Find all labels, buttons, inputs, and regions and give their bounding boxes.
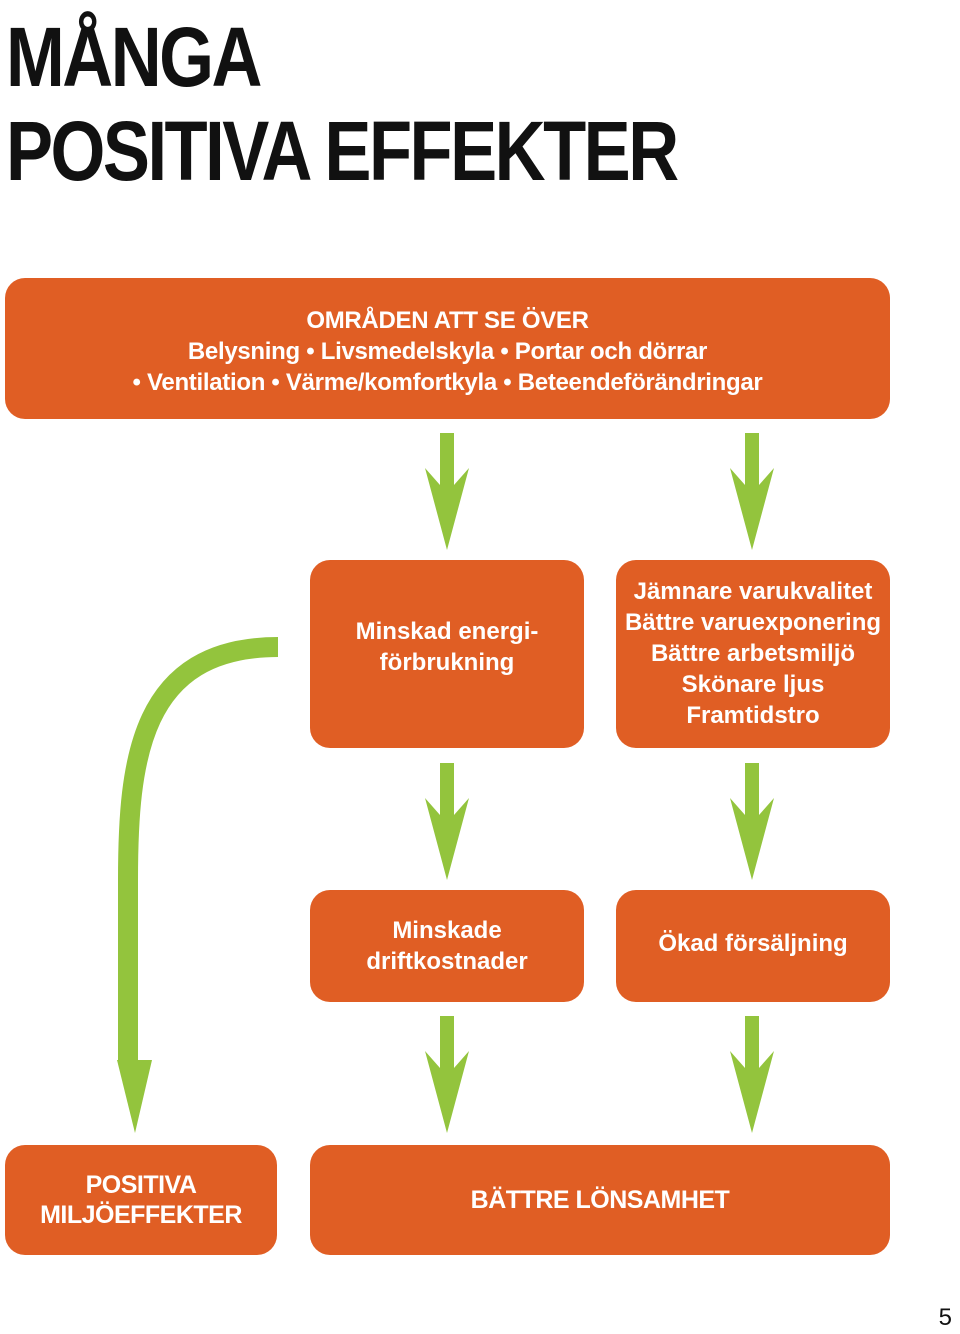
arrow-areas-to-quality <box>730 433 774 550</box>
costs-line-1: Minskade <box>392 917 502 944</box>
page-title-line-1: MÅNGA <box>6 10 262 104</box>
quality-item: Framtidstro <box>686 702 820 729</box>
environment-line-2: MILJÖEFFEKTER <box>40 1201 242 1229</box>
page-number: 5 <box>938 1304 952 1331</box>
better-profitability-box: BÄTTRE LÖNSAMHET <box>310 1145 890 1255</box>
page-title: MÅNGA POSITIVA EFFEKTER <box>6 10 679 198</box>
quality-item: Bättre varuexponering <box>624 609 882 636</box>
sales-line-1: Ökad försäljning <box>658 930 848 957</box>
areas-line-2: • Ventilation • Värme/komfortkyla • Bete… <box>132 369 763 396</box>
arrow-costs-to-profit <box>425 1016 469 1133</box>
areas-to-review-box: OMRÅDEN ATT SE ÖVER Belysning • Livsmede… <box>5 278 890 419</box>
environment-line-1: POSITIVA <box>85 1171 197 1199</box>
energy-line-1: Minskad energi- <box>355 618 539 645</box>
arrow-energy-to-costs <box>425 763 469 880</box>
quality-item: Skönare ljus <box>681 671 825 698</box>
arrow-energy-to-environment-shaft <box>118 637 279 1062</box>
reduced-costs-box: Minskade driftkostnader <box>310 890 584 1002</box>
arrow-quality-to-sales <box>730 763 774 880</box>
arrow-energy-to-environment-head <box>117 1060 152 1133</box>
profit-line-1: BÄTTRE LÖNSAMHET <box>470 1186 730 1214</box>
quality-item: Bättre arbetsmiljö <box>650 640 856 667</box>
quality-benefits-box: Jämnare varukvalitet Bättre varuexponeri… <box>616 560 890 748</box>
quality-item: Jämnare varukvalitet <box>633 578 873 605</box>
areas-line-1: Belysning • Livsmedelskyla • Portar och … <box>187 338 708 365</box>
reduced-energy-box: Minskad energi- förbrukning <box>310 560 584 748</box>
increased-sales-box: Ökad försäljning <box>616 890 890 1002</box>
arrow-areas-to-energy <box>425 433 469 550</box>
areas-heading: OMRÅDEN ATT SE ÖVER <box>306 307 589 334</box>
energy-line-2: förbrukning <box>379 649 515 676</box>
costs-line-2: driftkostnader <box>366 948 528 975</box>
environmental-effects-box: POSITIVA MILJÖEFFEKTER <box>5 1145 277 1255</box>
arrow-sales-to-profit <box>730 1016 774 1133</box>
page-title-line-2: POSITIVA EFFEKTER <box>6 104 679 198</box>
